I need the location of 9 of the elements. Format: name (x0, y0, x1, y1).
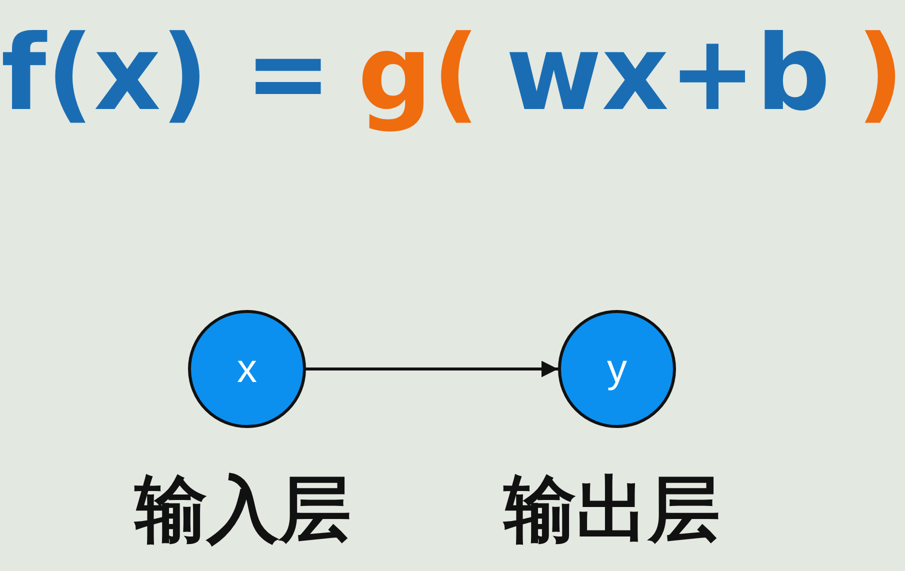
formula-text: wx+b (506, 11, 830, 136)
layer-label: 输出层 (502, 470, 721, 550)
formula-text: ) (856, 11, 904, 136)
layer-label: 输入层 (132, 470, 352, 550)
arrow (306, 360, 558, 378)
formula-text: g( (358, 11, 480, 136)
formula-text: f(x) = (0, 11, 332, 136)
node-label: x (237, 349, 257, 389)
node-label: y (607, 349, 627, 389)
